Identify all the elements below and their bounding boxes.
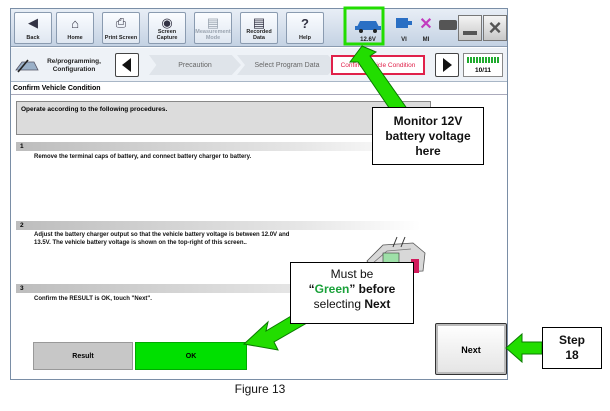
toolbar: ◀ Back ⌂ Home ⎙ Print Screen ◉ Screen Ca…: [11, 9, 507, 47]
print-screen-button[interactable]: ⎙ Print Screen: [102, 12, 140, 44]
callout-must-be-green: Must be “Green” before selecting Next: [290, 262, 414, 324]
result-ok-indicator: OK: [135, 342, 247, 370]
result-label: Result: [33, 342, 133, 370]
step-2-text-line1: Adjust the battery charger output so tha…: [34, 232, 290, 238]
measurement-mode-button[interactable]: ▤ Measurement Mode: [194, 12, 232, 44]
reprogramming-icon: [15, 59, 39, 73]
step-1-text: Remove the terminal caps of battery, and…: [34, 154, 252, 160]
mode-label: Re/programming, Configuration: [47, 58, 101, 73]
status-indicators: 12.6V VI ✕ MI: [351, 9, 461, 47]
mi-indicator: ✕ MI: [413, 11, 439, 45]
recorded-data-button[interactable]: ▤ Recorded Data: [240, 12, 278, 44]
next-step-button[interactable]: [435, 53, 459, 77]
figure-caption: Figure 13: [234, 382, 286, 396]
disconnected-x-icon: ✕: [419, 16, 433, 33]
battery-voltage-indicator: 12.6V: [351, 11, 385, 45]
callout-step-number: Step 18: [542, 327, 602, 369]
vi-indicator: VI: [391, 11, 417, 45]
battery-icon: [439, 20, 457, 30]
arrow-to-next: [505, 332, 543, 364]
gauge-icon: ▤: [206, 15, 220, 30]
step-number-2: 2: [16, 221, 421, 230]
progress-bar: [467, 57, 499, 63]
page-counter: 10/11: [463, 53, 503, 77]
next-button[interactable]: Next: [435, 323, 507, 375]
home-icon: ⌂: [71, 15, 79, 31]
step-select-program-data: Select Program Data: [237, 55, 337, 75]
minimize-button[interactable]: [458, 15, 482, 41]
printer-icon: ⎙: [115, 15, 127, 30]
back-arrow-icon: ◀: [28, 15, 38, 30]
camera-icon: ◉: [161, 15, 173, 30]
previous-step-button[interactable]: [115, 53, 139, 77]
screen-capture-button[interactable]: ◉ Screen Capture: [148, 12, 186, 44]
callout-monitor-voltage: Monitor 12V battery voltage here: [372, 107, 484, 165]
vi-icon: [396, 18, 412, 28]
step-number-1: 1: [16, 142, 421, 151]
step-number-3: 3: [16, 284, 421, 293]
help-button[interactable]: ? Help: [286, 12, 324, 44]
help-icon: ?: [301, 15, 309, 31]
car-icon: [355, 21, 381, 33]
home-button[interactable]: ⌂ Home: [56, 12, 94, 44]
back-button[interactable]: ◀ Back: [14, 12, 52, 44]
close-button[interactable]: ×: [483, 15, 507, 41]
voltage-highlight-box: [343, 6, 385, 46]
triangle-left-icon: [122, 58, 131, 72]
step-precaution: Precaution: [149, 55, 241, 75]
recorded-data-icon: ▤: [252, 15, 266, 30]
step-2-text-line2: 13.5V. The vehicle battery voltage is sh…: [34, 240, 247, 246]
step-3-text: Confirm the RESULT is OK, touch "Next".: [34, 296, 152, 302]
consult-screen: ◀ Back ⌂ Home ⎙ Print Screen ◉ Screen Ca…: [10, 8, 508, 380]
triangle-right-icon: [443, 58, 452, 72]
